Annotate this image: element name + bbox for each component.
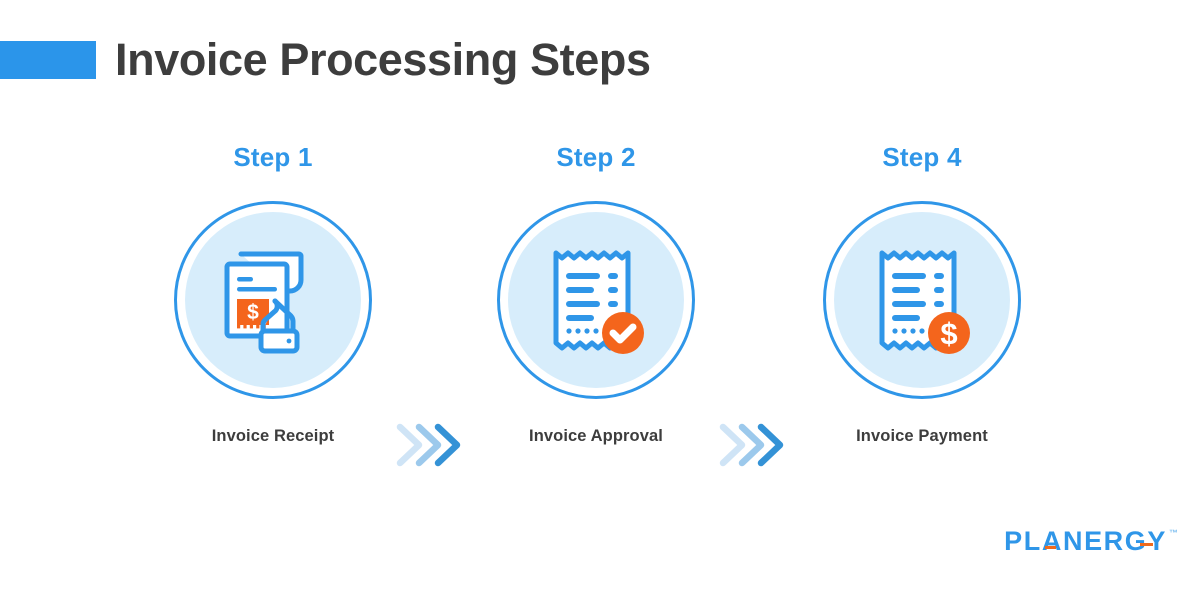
step-caption-3: Invoice Payment (856, 427, 988, 445)
planergy-logo: PLANERGY ™ (1004, 526, 1178, 560)
step-item-3: Step 4 (797, 140, 1047, 446)
dollar-circle-badge: $ (928, 312, 970, 354)
title-accent-bar (0, 41, 96, 79)
check-circle-badge (602, 312, 644, 354)
logo-accent-a (1045, 546, 1057, 549)
step-label-1: Step 1 (233, 142, 313, 172)
svg-text:$: $ (940, 316, 957, 351)
step-caption-2: Invoice Approval (529, 427, 663, 445)
step-caption-1: Invoice Receipt (211, 427, 335, 445)
triple-chevron-right-icon (395, 418, 463, 472)
page-title: Invoice Processing Steps (115, 34, 651, 85)
step-circle-2 (497, 201, 695, 399)
logo-label: PLANERGY (1004, 526, 1167, 556)
invoice-with-hand-icon: $ (174, 201, 372, 399)
circle-ring (823, 201, 1021, 399)
step-circle-3: $ (823, 201, 1021, 399)
circle-ring (174, 201, 372, 399)
step-label-2: Step 2 (556, 142, 636, 172)
steps-row: Step 1 (0, 140, 1200, 467)
triple-chevron-right-icon (718, 418, 786, 472)
step-circle-1: $ (174, 201, 372, 399)
header: Invoice Processing Steps (0, 0, 1200, 120)
step-item-2: Step 2 (471, 140, 721, 446)
logo-wordmark: PLANERGY (1004, 526, 1167, 557)
logo-accent-g (1140, 543, 1154, 546)
step-label-3: Step 4 (882, 142, 962, 172)
step-item-1: Step 1 (148, 140, 398, 446)
svg-text:$: $ (247, 301, 259, 324)
receipt-icon (497, 201, 695, 399)
logo-trademark: ™ (1169, 528, 1178, 538)
receipt-icon: $ (823, 201, 1021, 399)
circle-ring (497, 201, 695, 399)
